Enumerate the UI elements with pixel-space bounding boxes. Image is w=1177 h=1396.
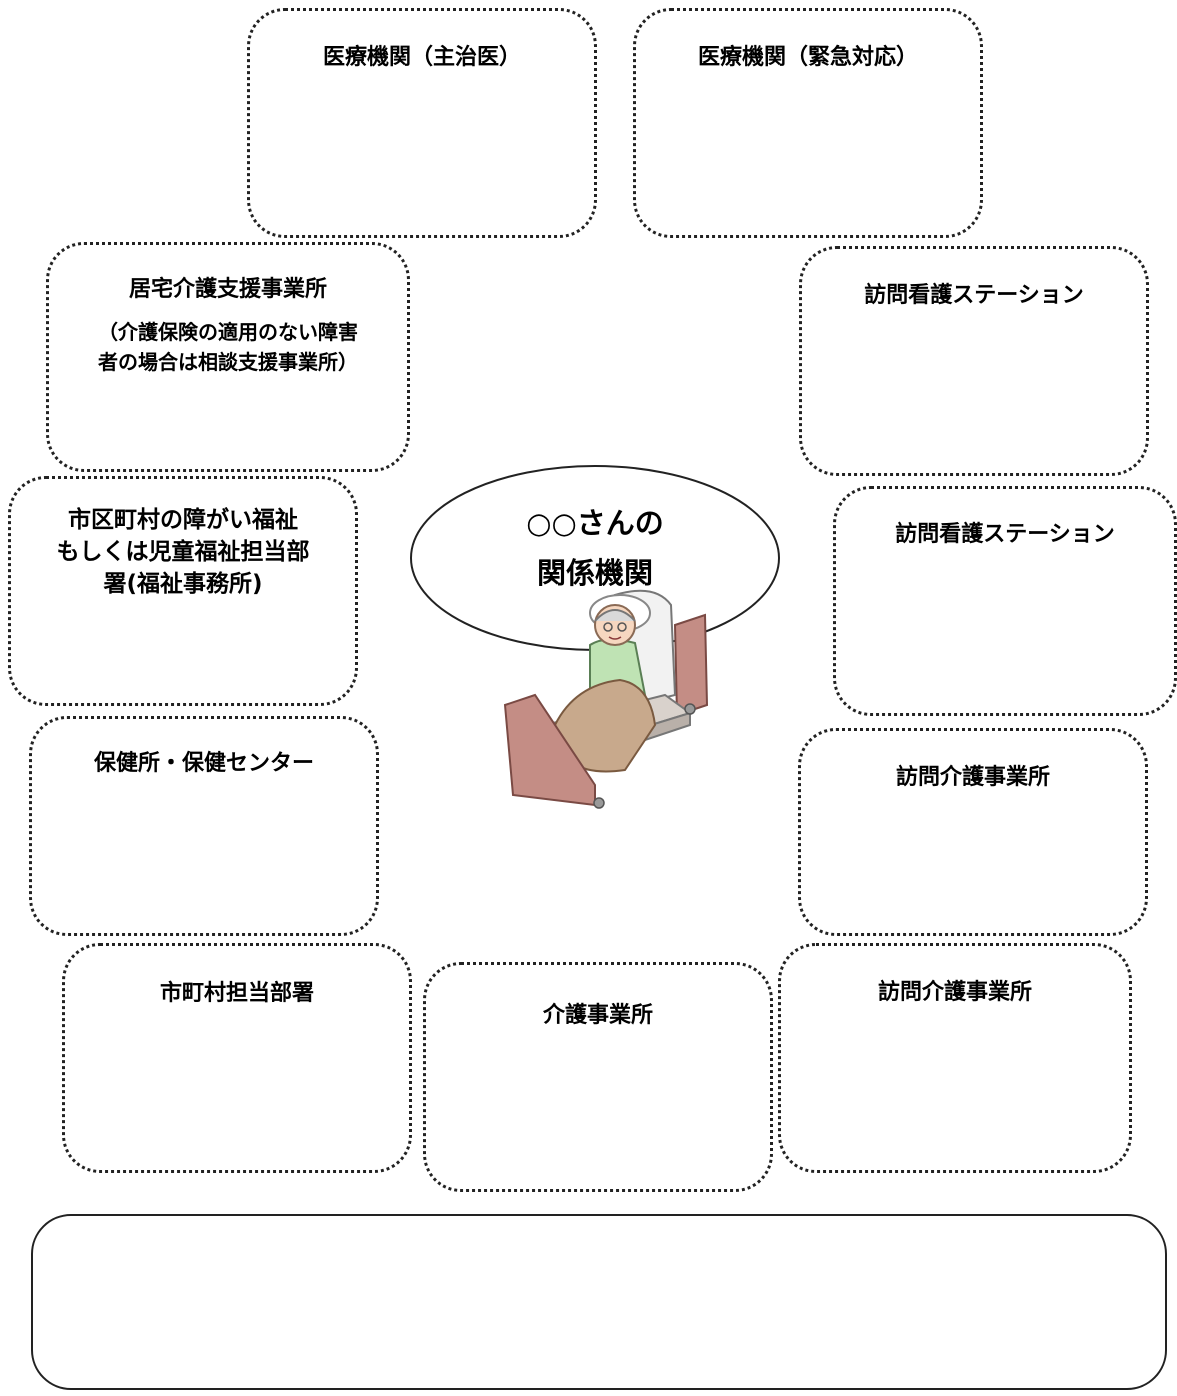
box-note-line: （介護保険の適用のない障害: [98, 320, 358, 344]
box-health-center: 保健所・保健センター: [29, 716, 379, 936]
box-title: 訪問看護ステーション: [895, 522, 1115, 547]
box-title: 居宅介護支援事業所: [128, 277, 327, 302]
box-home-care-1: 訪問介護事業所: [798, 728, 1148, 936]
box-medical-primary: 医療機関（主治医）: [247, 8, 597, 238]
center-title-line2: 関係機関: [536, 556, 653, 590]
box-note-line: 者の場合は相談支援事業所）: [98, 350, 358, 374]
box-title: 医療機関（主治医）: [322, 45, 521, 70]
box-home-care-2: 訪問介護事業所: [778, 943, 1132, 1173]
box-title: 保健所・保健センター: [93, 751, 314, 776]
box-line: もしくは児童福祉担当部: [56, 539, 310, 565]
box-municipal-dept: 市町村担当部署: [62, 943, 412, 1173]
patient-in-bed-illustration: [503, 589, 709, 809]
box-title: 訪問看護ステーション: [864, 283, 1084, 308]
box-visiting-nursing-2: 訪問看護ステーション: [833, 486, 1177, 716]
box-line: 署(福祉事務所): [103, 571, 263, 597]
box-title: 訪問介護事業所: [877, 980, 1032, 1005]
box-line: 市区町村の障がい福祉: [68, 507, 298, 533]
box-title: 市町村担当部署: [159, 981, 314, 1006]
box-care-support-office: 居宅介護支援事業所 （介護保険の適用のない障害 者の場合は相談支援事業所）: [46, 242, 410, 472]
box-municipal-welfare: 市区町村の障がい福祉 もしくは児童福祉担当部 署(福祉事務所): [8, 476, 358, 706]
memo-box: [31, 1214, 1167, 1390]
box-visiting-nursing-1: 訪問看護ステーション: [799, 246, 1149, 476]
box-title: 医療機関（緊急対応）: [697, 45, 918, 70]
center-title-line1: ○○さんの: [526, 506, 664, 540]
box-title: 介護事業所: [542, 1003, 653, 1028]
box-care-office: 介護事業所: [423, 962, 773, 1192]
box-medical-emergency: 医療機関（緊急対応）: [633, 8, 983, 238]
box-title: 訪問介護事業所: [895, 765, 1050, 790]
